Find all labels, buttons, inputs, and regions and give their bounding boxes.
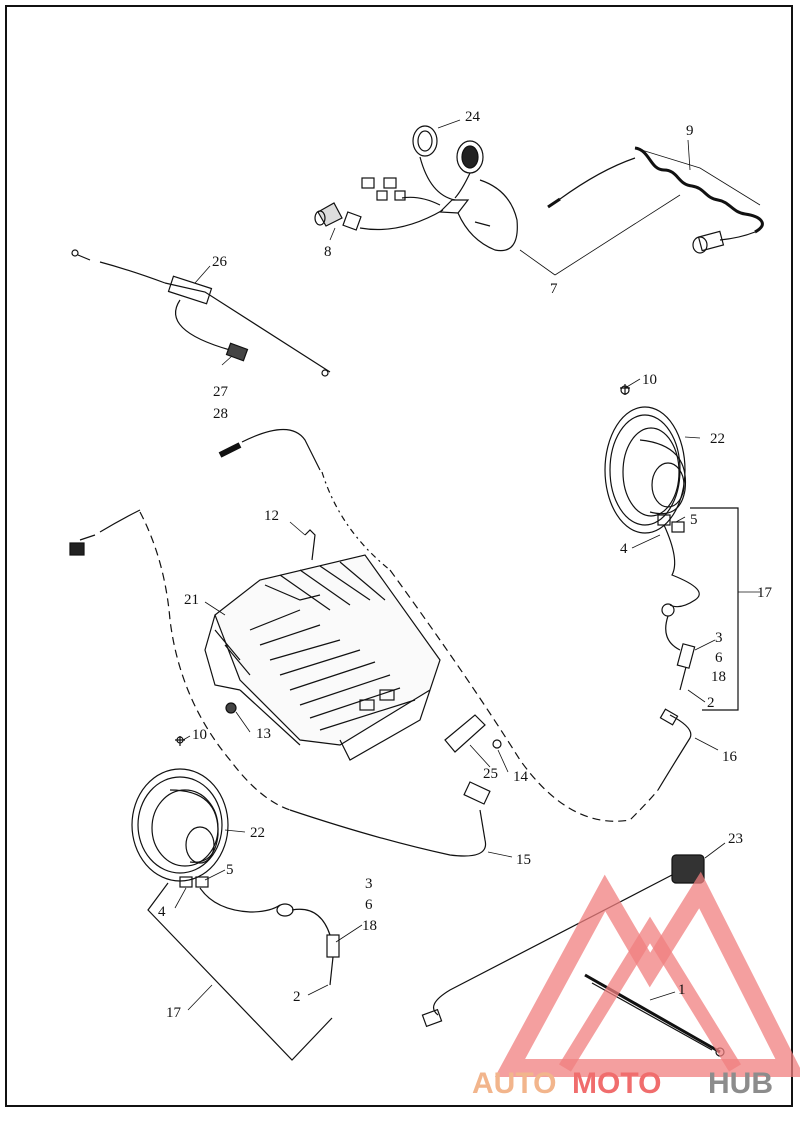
callout-13: 13 bbox=[256, 726, 271, 742]
callout-4-left: 4 bbox=[158, 904, 166, 920]
callout-18-left: 18 bbox=[362, 918, 377, 934]
watermark-hub: HUB bbox=[708, 1067, 773, 1100]
callout-2-right: 2 bbox=[707, 695, 715, 711]
speaker-right bbox=[604, 384, 687, 534]
callout-5-left: 5 bbox=[226, 862, 234, 878]
callout-10-top: 10 bbox=[642, 372, 657, 388]
bracket-25 bbox=[444, 714, 502, 753]
callout-14: 14 bbox=[513, 769, 529, 785]
speaker-harness-right bbox=[657, 507, 739, 711]
callout-3-left: 3 bbox=[365, 876, 373, 892]
headset-assembly bbox=[314, 125, 518, 252]
callout-1: 1 bbox=[678, 982, 686, 998]
callout-26: 26 bbox=[212, 254, 228, 270]
callout-17-left: 17 bbox=[166, 1005, 182, 1021]
amplifier-21 bbox=[204, 529, 441, 761]
callout-17-right: 17 bbox=[757, 585, 773, 601]
callout-7: 7 bbox=[550, 281, 558, 297]
callout-22-bottom: 22 bbox=[250, 825, 265, 841]
coiled-cord bbox=[547, 146, 764, 254]
callout-12: 12 bbox=[264, 508, 279, 524]
speaker-left bbox=[131, 736, 229, 882]
watermark-auto: AUTO bbox=[472, 1067, 556, 1100]
callout-3-right: 3 bbox=[715, 630, 723, 646]
callout-4-right: 4 bbox=[620, 541, 628, 557]
callout-8: 8 bbox=[324, 244, 332, 260]
callout-28: 28 bbox=[213, 406, 228, 422]
gps-antenna-23 bbox=[421, 854, 705, 1028]
callout-23: 23 bbox=[728, 831, 743, 847]
cable-16 bbox=[389, 569, 692, 822]
callout-15: 15 bbox=[516, 852, 531, 868]
callout-22-top: 22 bbox=[710, 431, 725, 447]
leader-lines bbox=[174, 119, 760, 1011]
callout-27: 27 bbox=[213, 384, 229, 400]
callout-5-right: 5 bbox=[690, 512, 698, 528]
cable-15 bbox=[69, 428, 491, 857]
callout-6-right: 6 bbox=[715, 650, 723, 666]
callout-6-left: 6 bbox=[365, 897, 373, 913]
watermark-logo: AUTO MOTO HUB bbox=[472, 871, 800, 1100]
callout-10-bottom: 10 bbox=[192, 727, 207, 743]
callout-2-left: 2 bbox=[293, 989, 301, 1005]
callout-9: 9 bbox=[686, 123, 694, 139]
callout-25: 25 bbox=[483, 766, 498, 782]
callout-18-right: 18 bbox=[711, 669, 726, 685]
callout-labels: 24 9 8 7 26 27 28 10 22 12 5 4 21 17 3 6… bbox=[158, 109, 773, 1021]
speaker-harness-left bbox=[147, 876, 340, 1061]
watermark-moto: MOTO bbox=[572, 1067, 661, 1100]
callout-16: 16 bbox=[722, 749, 738, 765]
harness-26 bbox=[71, 249, 331, 377]
diagram-frame bbox=[5, 5, 793, 1107]
callout-21: 21 bbox=[184, 592, 199, 608]
callout-24: 24 bbox=[465, 109, 481, 125]
